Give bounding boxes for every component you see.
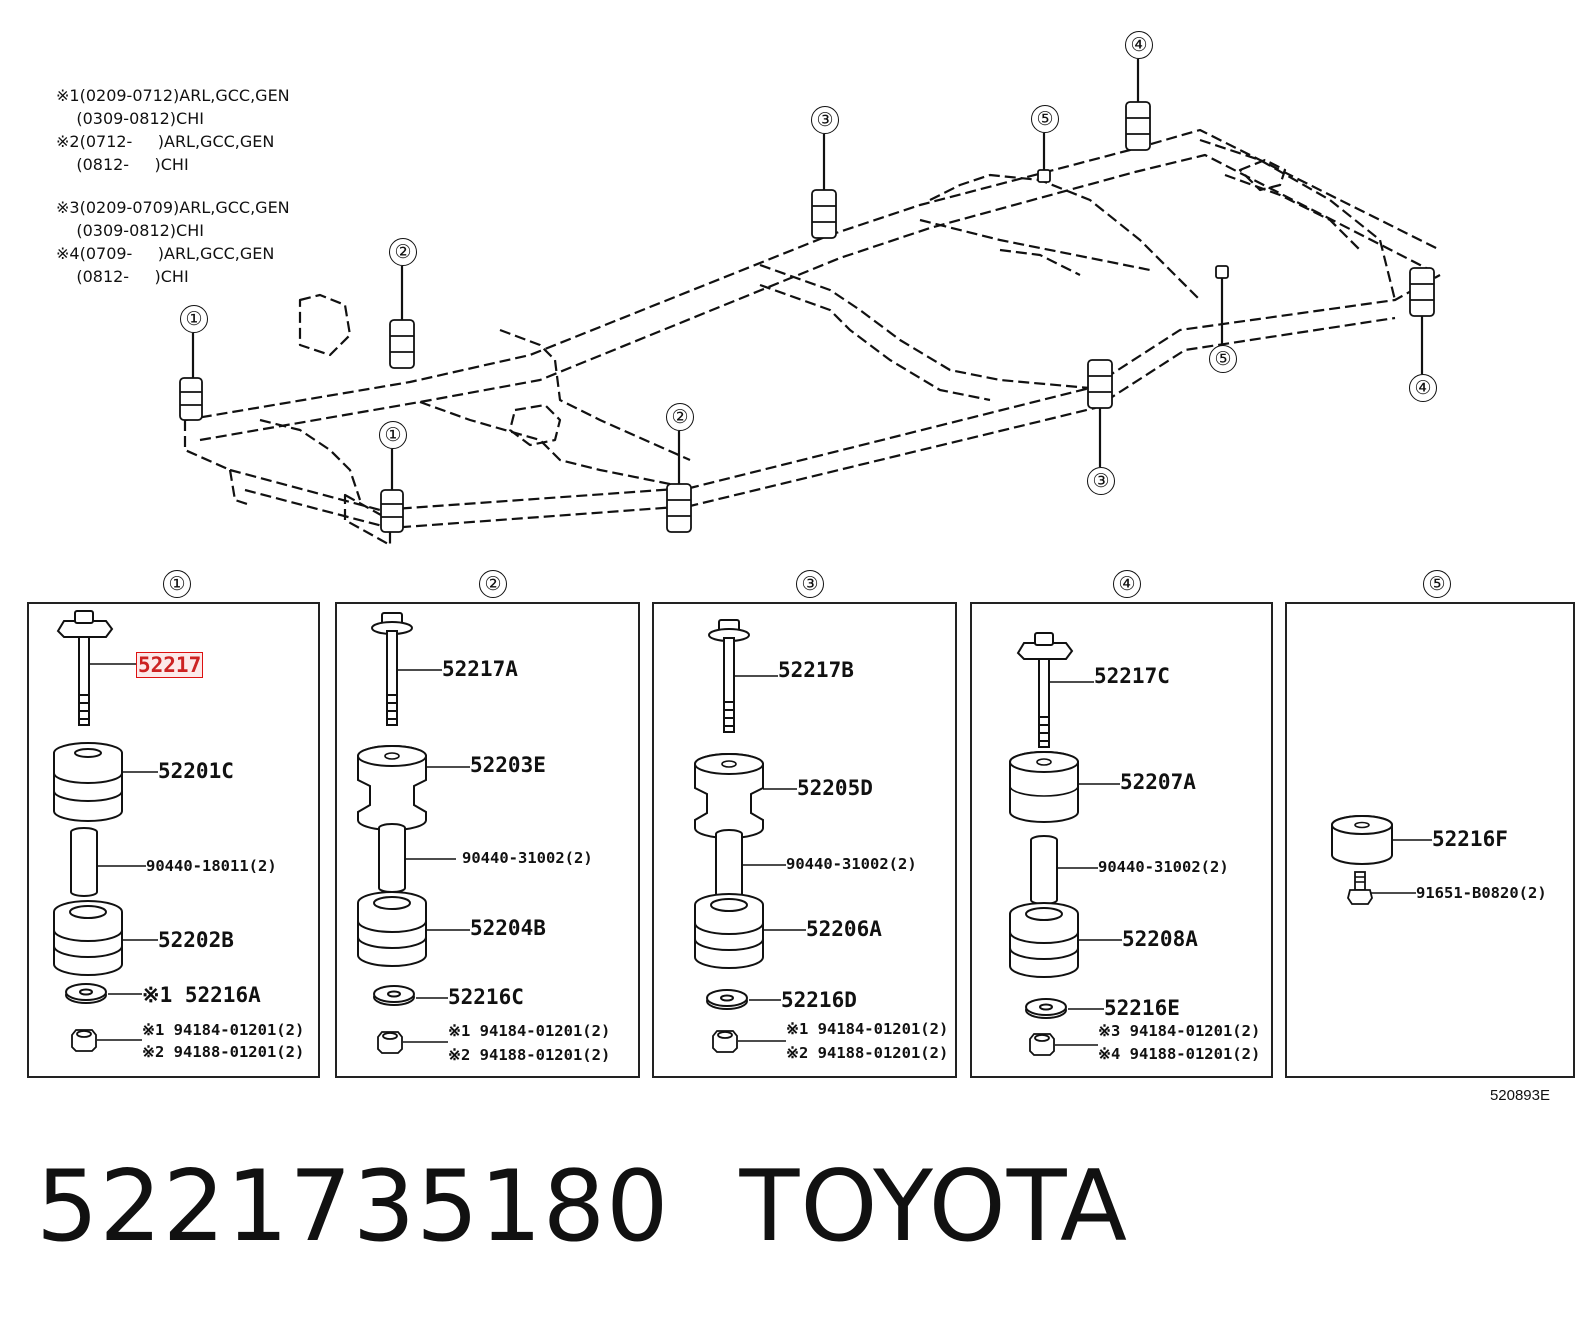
panel-2-number: ②: [479, 570, 507, 598]
callout-2-right: ②: [666, 403, 694, 431]
panel-part-drawings: [53, 610, 1432, 1056]
callout-5-right: ⑤: [1209, 345, 1237, 373]
callout-4-left: ④: [1125, 31, 1153, 59]
panel-1-lower-cushion-label[interactable]: 52202B: [158, 928, 234, 952]
frame-mount-1-left: [179, 377, 203, 421]
panel-4-bolt-label[interactable]: 52217C: [1094, 664, 1170, 688]
note-line: ※2(0712- )ARL,GCC,GEN: [56, 132, 275, 151]
part-number: 5221735180: [36, 1150, 670, 1264]
panel-3-nut1-label[interactable]: ※1 94184-01201(2): [786, 1020, 949, 1038]
note-line: ※3(0209-0709)ARL,GCC,GEN: [56, 198, 290, 217]
rear-crossmember: [1199, 138, 1397, 301]
diagram-code: 520893E: [1489, 1087, 1550, 1104]
panel-2-nut1-label[interactable]: ※1 94184-01201(2): [448, 1022, 611, 1040]
panel-5-bolt-label[interactable]: 91651-B0820(2): [1416, 884, 1547, 902]
panel-3-collar-label[interactable]: 90440-31002(2): [786, 855, 917, 873]
frame-rail-left: [184, 128, 1441, 422]
crossmember-3: [929, 173, 1201, 301]
panel-3-upper-cushion-label[interactable]: 52205D: [797, 776, 873, 800]
callout-1-right: ①: [379, 421, 407, 449]
panel-4-upper-cushion-label[interactable]: 52207A: [1120, 770, 1196, 794]
panel-5-number: ⑤: [1423, 570, 1451, 598]
panel-3-number: ③: [796, 570, 824, 598]
panel-1-bolt-label[interactable]: 52217: [136, 652, 204, 678]
panel-5-cushion-label[interactable]: 52216F: [1432, 827, 1508, 851]
panel-1-number: ①: [163, 570, 191, 598]
panel-4-number: ④: [1113, 570, 1141, 598]
panel-4: [970, 602, 1273, 1078]
crossmember-1: [419, 400, 691, 490]
panel-4-washer-label[interactable]: 52216E: [1104, 996, 1180, 1020]
note-line: (0812- )CHI: [56, 267, 189, 286]
panel-2-bolt-label[interactable]: 52217A: [442, 657, 518, 681]
panel-4-nut1-label[interactable]: ※3 94184-01201(2): [1098, 1022, 1261, 1040]
panel-2-washer-label[interactable]: 52216C: [448, 985, 524, 1009]
panel-2-nut2-label[interactable]: ※2 94188-01201(2): [448, 1046, 611, 1064]
note-line: (0812- )CHI: [56, 155, 189, 174]
panel-1-upper-cushion-label[interactable]: 52201C: [158, 759, 234, 783]
note-line: (0309-0812)CHI: [56, 109, 204, 128]
panel-4-collar-label[interactable]: 90440-31002(2): [1098, 858, 1229, 876]
crossmember-2: [759, 263, 1091, 390]
panel-1-collar-label[interactable]: 90440-18011(2): [146, 857, 277, 875]
panel-1: [27, 602, 320, 1078]
panel-1-nut1-label[interactable]: ※1 94184-01201(2): [142, 1021, 305, 1039]
callout-4-right: ④: [1409, 374, 1437, 402]
front-crossmember: [183, 420, 251, 507]
panel-2-lower-cushion-label[interactable]: 52204B: [470, 916, 546, 940]
callout-3-left: ③: [811, 106, 839, 134]
note-line: ※1(0209-0712)ARL,GCC,GEN: [56, 86, 290, 105]
frame-rail-right: [229, 274, 1441, 512]
panel-2-collar-label[interactable]: 90440-31002(2): [462, 849, 593, 867]
panel-3: [652, 602, 957, 1078]
frame-rail-right-inner: [244, 316, 1396, 530]
panel-4-nut2-label[interactable]: ※4 94188-01201(2): [1098, 1045, 1261, 1063]
note-line: (0309-0812)CHI: [56, 221, 204, 240]
callout-3-right: ③: [1087, 467, 1115, 495]
panel-3-bolt-label[interactable]: 52217B: [778, 658, 854, 682]
callout-1-left: ①: [180, 305, 208, 333]
title-row: 5221735180 TOYOTA: [36, 1150, 1128, 1264]
frame-mount-1-right: [380, 489, 404, 533]
panel-1-washer-label[interactable]: ※1 52216A: [142, 983, 261, 1007]
note-line: ※4(0709- )ARL,GCC,GEN: [56, 244, 275, 263]
panel-2-upper-cushion-label[interactable]: 52203E: [470, 753, 546, 777]
panel-3-nut2-label[interactable]: ※2 94188-01201(2): [786, 1044, 949, 1062]
callout-2-left: ②: [389, 238, 417, 266]
panel-3-lower-cushion-label[interactable]: 52206A: [806, 917, 882, 941]
frame-illustration: [179, 59, 1441, 547]
panel-2: [335, 602, 640, 1078]
panel-4-lower-cushion-label[interactable]: 52208A: [1122, 927, 1198, 951]
panel-1-nut2-label[interactable]: ※2 94188-01201(2): [142, 1043, 305, 1061]
applicability-notes: ※1(0209-0712)ARL,GCC,GEN (0309-0812)CHI …: [56, 84, 290, 288]
frame-rail-left-inner: [199, 153, 1431, 442]
callout-5-left: ⑤: [1031, 105, 1059, 133]
panel-5: [1285, 602, 1575, 1078]
brand-name: TOYOTA: [739, 1150, 1129, 1264]
panel-3-washer-label[interactable]: 52216D: [781, 988, 857, 1012]
